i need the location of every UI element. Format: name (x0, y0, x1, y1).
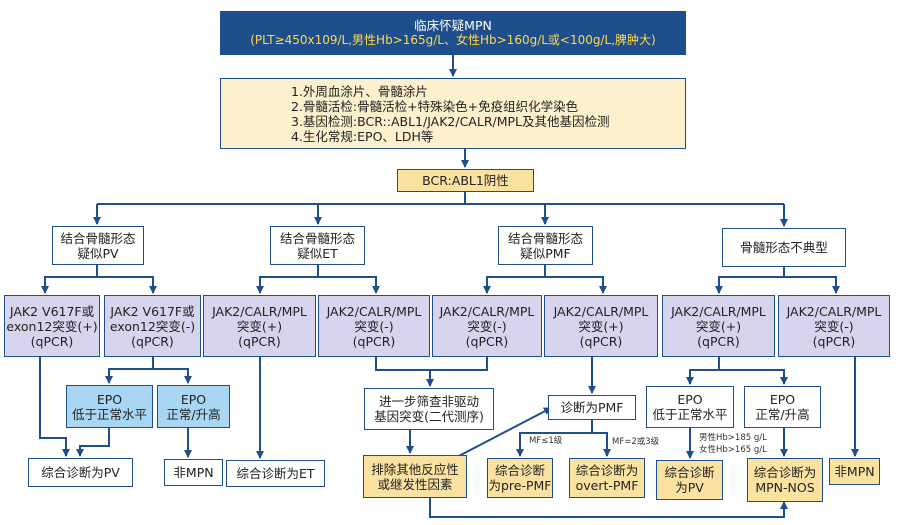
mpn-nos-line: MPN-NOS (755, 480, 815, 495)
mut-line: (qPCR) (465, 333, 509, 349)
result-aty-pv-box: 综合诊断 为PV (656, 460, 723, 500)
hb-female-label: 女性Hb>165 g/L (699, 445, 767, 455)
exclude-line: 排除其他反应性 (371, 461, 459, 477)
result-overt-pmf-box: 综合诊断为 overt-PMF (569, 458, 645, 498)
ngs-screen-box: 进一步筛查非驱动 基因突变(二代测序) (364, 388, 494, 430)
mut-line: (qPCR) (131, 333, 174, 349)
result-pv-label: 综合诊断为PV (41, 465, 120, 480)
mut-line: JAK2/CALR/MPL (212, 303, 307, 319)
test-item: 2.骨髓活检:骨髓活检+特殊染色+免疫组织化学染色 (291, 98, 579, 114)
hb-male-label: 男性Hb>185 g/L (699, 433, 767, 443)
epo-aty-high-box: EPO 正常/升高 (744, 386, 821, 428)
mut-line: 突变(-) (467, 318, 507, 334)
clinical-suspicion-criteria: (PLT≥450x109/L,男性Hb>165g/L、女性Hb>160g/L或<… (250, 33, 656, 47)
test-item: 4.生化常规:EPO、LDH等 (291, 128, 434, 144)
mut-et-pos-box: JAK2/CALR/MPL 突变(+) (qPCR) (203, 295, 316, 357)
test-item: 1.外周血涂片、骨髓涂片 (291, 83, 428, 99)
bcr-negative-label: BCR:ABL1阴性 (422, 173, 509, 188)
result-non-mpn-2-label: 非MPN (834, 464, 875, 479)
mut-line: (qPCR) (812, 333, 856, 349)
morph-atypical-box: 骨髓形态不典型 (722, 228, 846, 267)
result-non-mpn-2-box: 非MPN (829, 458, 880, 485)
morph-pv-line: 结合骨髓形态 (60, 230, 136, 246)
result-et-label: 综合诊断为ET (236, 466, 315, 481)
mut-line: exon12突变(+) (6, 318, 98, 334)
diag-pmf-box: 诊断为PMF (548, 395, 636, 420)
mut-line: (qPCR) (238, 333, 281, 349)
epo-line: EPO (180, 391, 207, 407)
result-non-mpn-label: 非MPN (173, 465, 214, 480)
mf-high-label: MF=2或3级 (612, 437, 660, 447)
pre-pmf-line: 为pre-PMF (488, 478, 552, 493)
bcr-negative-box: BCR:ABL1阴性 (397, 169, 534, 192)
mut-line: (qPCR) (30, 333, 74, 349)
morph-pv-box: 结合骨髓形态 疑似PV (52, 226, 144, 265)
epo-line: 正常/升高 (166, 406, 221, 422)
result-pre-pmf-box: 综合诊断 为pre-PMF (487, 458, 553, 498)
morph-pv-line: 疑似PV (77, 245, 119, 261)
mut-pv-neg-box: JAK2 V617F或 exon12突变(-) (qPCR) (104, 295, 201, 357)
mut-aty-pos-box: JAK2/CALR/MPL 突变(+) (qPCR) (662, 295, 775, 357)
mut-line: 突变(-) (354, 318, 394, 334)
mut-line: (qPCR) (352, 333, 396, 349)
exclude-line: 或继发性因素 (377, 476, 453, 492)
epo-pv-high-box: EPO 正常/升高 (157, 385, 230, 428)
mut-pmf-pos-box: JAK2/CALR/MPL 突变(+) (qPCR) (544, 295, 658, 357)
epo-line: EPO (96, 391, 123, 407)
epo-line: EPO (677, 392, 703, 407)
morph-et-line: 疑似ET (297, 245, 338, 261)
mut-line: JAK2/CALR/MPL (439, 303, 535, 319)
mut-line: 突变(+) (236, 318, 283, 334)
epo-line: 正常/升高 (755, 407, 810, 422)
ngs-screen-line: 基因突变(二代测序) (374, 409, 484, 424)
mut-line: JAK2 V617F或 (9, 303, 95, 319)
clinical-suspicion-title: 临床怀疑MPN (414, 18, 492, 33)
mut-pmf-neg-box: JAK2/CALR/MPL 突变(-) (qPCR) (432, 295, 542, 357)
mut-aty-neg-box: JAK2/CALR/MPL 突变(-) (qPCR) (778, 295, 890, 357)
diag-pmf-label: 诊断为PMF (560, 400, 624, 415)
mpn-nos-line: 综合诊断为 (753, 465, 817, 480)
mut-line: JAK2 V617F或 (110, 303, 195, 319)
mut-line: JAK2/CALR/MPL (671, 303, 766, 319)
morph-pmf-line: 疑似PMF (520, 245, 571, 261)
exclude-secondary-box: 排除其他反应性 或继发性因素 (363, 455, 467, 498)
mut-line: 突变(-) (814, 318, 854, 334)
mut-line: (qPCR) (697, 333, 740, 349)
pre-pmf-line: 综合诊断 (494, 463, 545, 478)
mut-line: 突变(+) (695, 318, 742, 334)
morph-et-line: 结合骨髓形态 (279, 230, 355, 246)
mut-line: JAK2/CALR/MPL (553, 303, 649, 319)
mut-line: JAK2/CALR/MPL (786, 303, 882, 319)
ngs-screen-line: 进一步筛查非驱动 (378, 394, 479, 409)
morph-pmf-line: 结合骨髓形态 (507, 230, 583, 246)
mut-pv-pos-box: JAK2 V617F或 exon12突变(+) (qPCR) (4, 295, 100, 357)
mut-line: (qPCR) (579, 333, 623, 349)
epo-line: 低于正常水平 (71, 406, 147, 422)
result-mpn-nos-box: 综合诊断为 MPN-NOS (747, 458, 823, 502)
mut-line: JAK2/CALR/MPL (326, 303, 422, 319)
result-pv-box: 综合诊断为PV (28, 458, 133, 487)
epo-line: EPO (769, 392, 796, 407)
epo-line: 低于正常水平 (652, 407, 728, 422)
morph-atypical-label: 骨髓形态不典型 (740, 240, 828, 255)
test-item: 3.基因检测:BCR::ABL1/JAK2/CALR/MPL及其他基因检测 (291, 113, 610, 129)
morph-pmf-box: 结合骨髓形态 疑似PMF (498, 226, 593, 265)
overt-pmf-line: overt-PMF (575, 478, 639, 493)
morph-et-box: 结合骨髓形态 疑似ET (270, 226, 365, 265)
mut-line: exon12突变(-) (109, 318, 196, 334)
aty-pv-line: 综合诊断 (664, 465, 715, 480)
clinical-suspicion-box: 临床怀疑MPN (PLT≥450x109/L,男性Hb>165g/L、女性Hb>… (220, 11, 686, 55)
result-non-mpn-box: 非MPN (164, 459, 223, 486)
result-et-box: 综合诊断为ET (226, 460, 325, 487)
overt-pmf-line: 综合诊断为 (575, 463, 639, 478)
tests-box: 1.外周血涂片、骨髓涂片 2.骨髓活检:骨髓活检+特殊染色+免疫组织化学染色 3… (220, 78, 686, 149)
mut-et-neg-box: JAK2/CALR/MPL 突变(-) (qPCR) (318, 295, 430, 357)
mf-low-label: MF≤1级 (529, 436, 563, 446)
aty-pv-line: 为PV (675, 480, 704, 495)
epo-pv-low-box: EPO 低于正常水平 (66, 385, 153, 428)
epo-aty-low-box: EPO 低于正常水平 (646, 386, 734, 428)
mut-line: 突变(+) (578, 318, 624, 334)
